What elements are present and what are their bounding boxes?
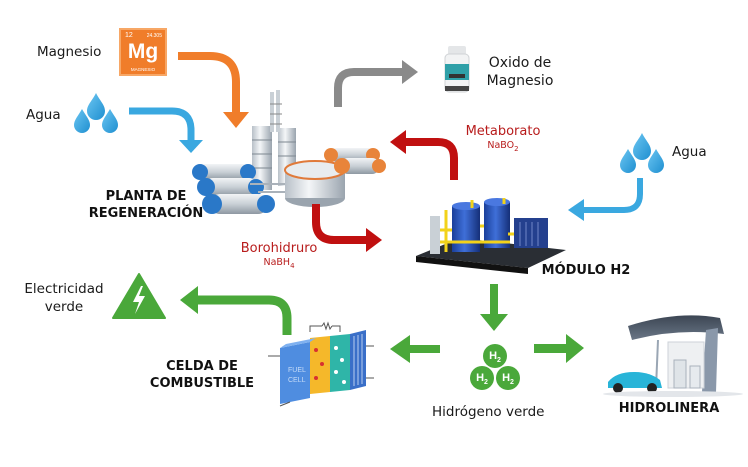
magnesium-oxide-bottle-icon [444, 46, 470, 93]
mg-atomic-number: 12 [125, 32, 133, 39]
h2-atom-top: H2 [483, 344, 507, 368]
borohidruro-label: Borohidruro NaBH4 [230, 241, 328, 272]
fuel-cell-text-2: CELL [288, 377, 306, 384]
h2-module-illustration [416, 198, 566, 274]
hydrogen-molecule-icon: H2 H2 H2 [468, 344, 524, 398]
electricidad-label: Electricidad verde [18, 280, 110, 316]
electricidad-label-line2: verde [44, 299, 84, 315]
oxido-label-line1: Oxido de [488, 55, 552, 71]
agua-right-label: Agua [672, 144, 707, 160]
metaborato-formula-base: NaBO [487, 140, 515, 151]
h2-atom-left-text: H2 [476, 372, 488, 387]
magnesium-element-icon: 12 24.305 Mg MAGNESIO [119, 28, 167, 76]
mg-atomic-mass: 24.305 [146, 33, 162, 39]
h2-atom-right: H2 [496, 366, 520, 390]
h2-atom-right-text: H2 [502, 372, 514, 387]
electricidad-label-line1: Electricidad [24, 281, 104, 297]
oxido-label-line2: Magnesio [486, 73, 554, 89]
h2-subscript: 2 [497, 357, 501, 365]
water-drops-left-icon [74, 93, 118, 133]
mg-name: MAGNESIO [130, 67, 156, 72]
h2-atom-top-text: H2 [489, 350, 501, 365]
hydrogen-station-illustration [603, 315, 743, 397]
fuel-cell-illustration: FUEL CELL [268, 321, 374, 407]
metaborato-name: Metaborato [465, 124, 541, 139]
agua-left-label: Agua [26, 107, 61, 123]
metaborato-formula-subscript: 2 [514, 144, 519, 153]
borohidruro-formula-subscript: 4 [290, 261, 295, 270]
planta-title-line2: REGENERACIÓN [88, 206, 204, 221]
metaborato-formula: NaBO2 [451, 140, 555, 155]
borohidruro-formula: NaBH4 [230, 257, 328, 272]
regeneration-plant-illustration [192, 90, 386, 214]
h2-atom-left: H2 [470, 366, 494, 390]
planta-title: PLANTA DE REGENERACIÓN [86, 188, 206, 222]
hidrogeno-label: Hidrógeno verde [432, 404, 545, 420]
mg-symbol: Mg [127, 40, 159, 63]
h2-subscript: 2 [510, 379, 514, 387]
fuel-cell-text-1: FUEL [288, 367, 306, 374]
celda-title-line1: CELDA DE [166, 359, 238, 374]
metaborato-label: Metaborato NaBO2 [451, 124, 555, 155]
borohidruro-formula-base: NaBH [263, 257, 291, 268]
celda-title: CELDA DE COMBUSTIBLE [146, 358, 258, 392]
celda-title-line2: COMBUSTIBLE [149, 376, 255, 391]
oxido-label: Oxido de Magnesio [480, 54, 560, 90]
planta-title-line1: PLANTA DE [105, 189, 187, 204]
borohidruro-name: Borohidruro [240, 241, 318, 256]
magnesio-label: Magnesio [37, 44, 102, 60]
modulo-title: MÓDULO H2 [541, 263, 631, 278]
electricity-warning-icon [112, 273, 166, 319]
h2-subscript: 2 [484, 379, 488, 387]
water-drops-right-icon [620, 133, 664, 173]
hidrolinera-title: HIDROLINERA [618, 401, 720, 416]
